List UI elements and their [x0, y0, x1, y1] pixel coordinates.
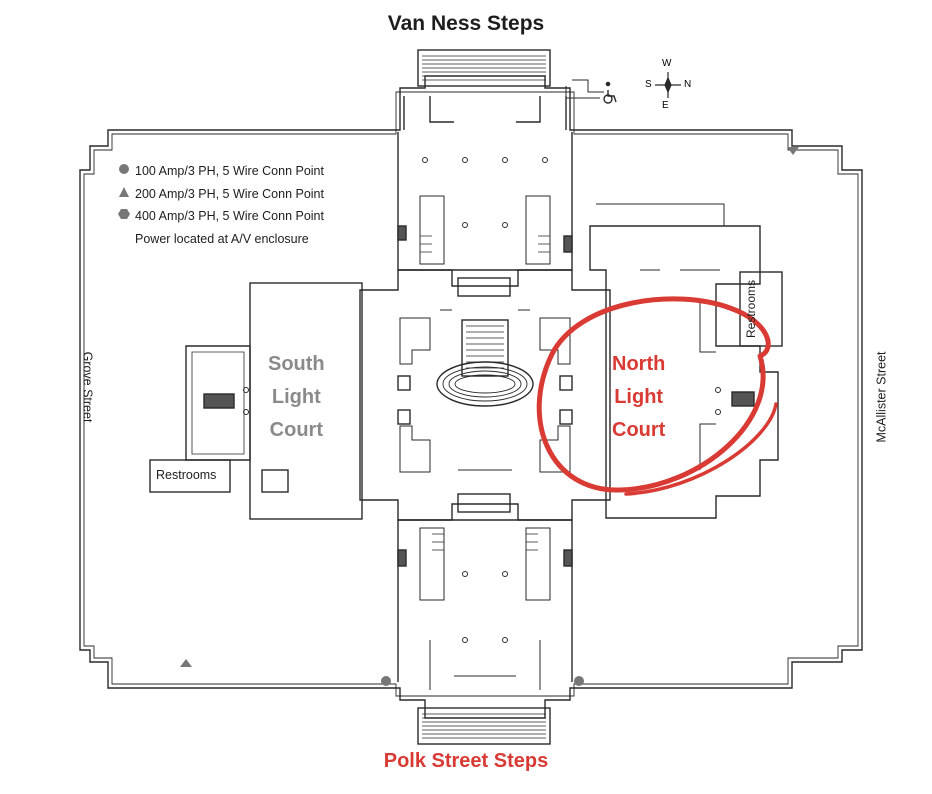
grove-street-label: Grove Street	[80, 351, 95, 423]
legend-item-200amp: 200 Amp/3 PH, 5 Wire Conn Point	[118, 183, 324, 206]
polk-street-steps-label: Polk Street Steps	[383, 750, 549, 772]
outer-building-outline	[79, 75, 863, 719]
van-ness-steps-label: Van Ness Steps	[387, 12, 545, 35]
south-light-court-area	[149, 282, 363, 520]
circle-marker-icon	[381, 676, 391, 686]
inner-building-outline	[83, 91, 859, 697]
legend-label: 200 Amp/3 PH, 5 Wire Conn Point	[135, 186, 324, 201]
compass-rose-icon	[655, 72, 681, 98]
restrooms-left-label: Restrooms	[156, 468, 217, 482]
legend-note: Power located at A/V enclosure	[118, 228, 324, 251]
van-ness-steps	[417, 49, 604, 99]
wheelchair-icon	[603, 81, 617, 104]
north-light-court-label: North Light Court	[612, 353, 666, 441]
mcallister-street-label: McAllister Street	[874, 351, 889, 443]
north-court-highlight	[536, 296, 778, 496]
north-wing-top	[397, 96, 573, 297]
legend-label: 400 Amp/3 PH, 5 Wire Conn Point	[135, 209, 324, 223]
north-light-court-area	[589, 203, 783, 519]
triangle-marker-icon	[180, 659, 192, 667]
column-markers	[243, 157, 721, 643]
legend-item-400amp: 400 Amp/3 PH, 5 Wire Conn Point	[118, 205, 324, 228]
rotunda	[359, 269, 611, 521]
south-light-court-label: South Light Court	[268, 353, 325, 441]
polk-street-steps	[417, 707, 551, 745]
compass-w: W	[662, 58, 672, 69]
legend-label: 100 Amp/3 PH, 5 Wire Conn Point	[135, 164, 324, 178]
compass-n: N	[684, 79, 692, 90]
power-points	[180, 147, 799, 686]
legend-item-100amp: 100 Amp/3 PH, 5 Wire Conn Point	[118, 160, 324, 183]
hexagon-icon	[118, 205, 132, 228]
restrooms-right-label: Restrooms	[744, 279, 759, 339]
legend-note-text: Power located at A/V enclosure	[135, 231, 309, 246]
legend: 100 Amp/3 PH, 5 Wire Conn Point 200 Amp/…	[118, 160, 324, 250]
triangle-marker-icon	[787, 147, 799, 155]
south-wing-bottom	[397, 493, 573, 690]
compass-s: S	[645, 79, 652, 90]
triangle-icon	[118, 183, 132, 206]
circle-icon	[118, 160, 132, 183]
circle-marker-icon	[574, 676, 584, 686]
compass-e: E	[662, 100, 669, 111]
